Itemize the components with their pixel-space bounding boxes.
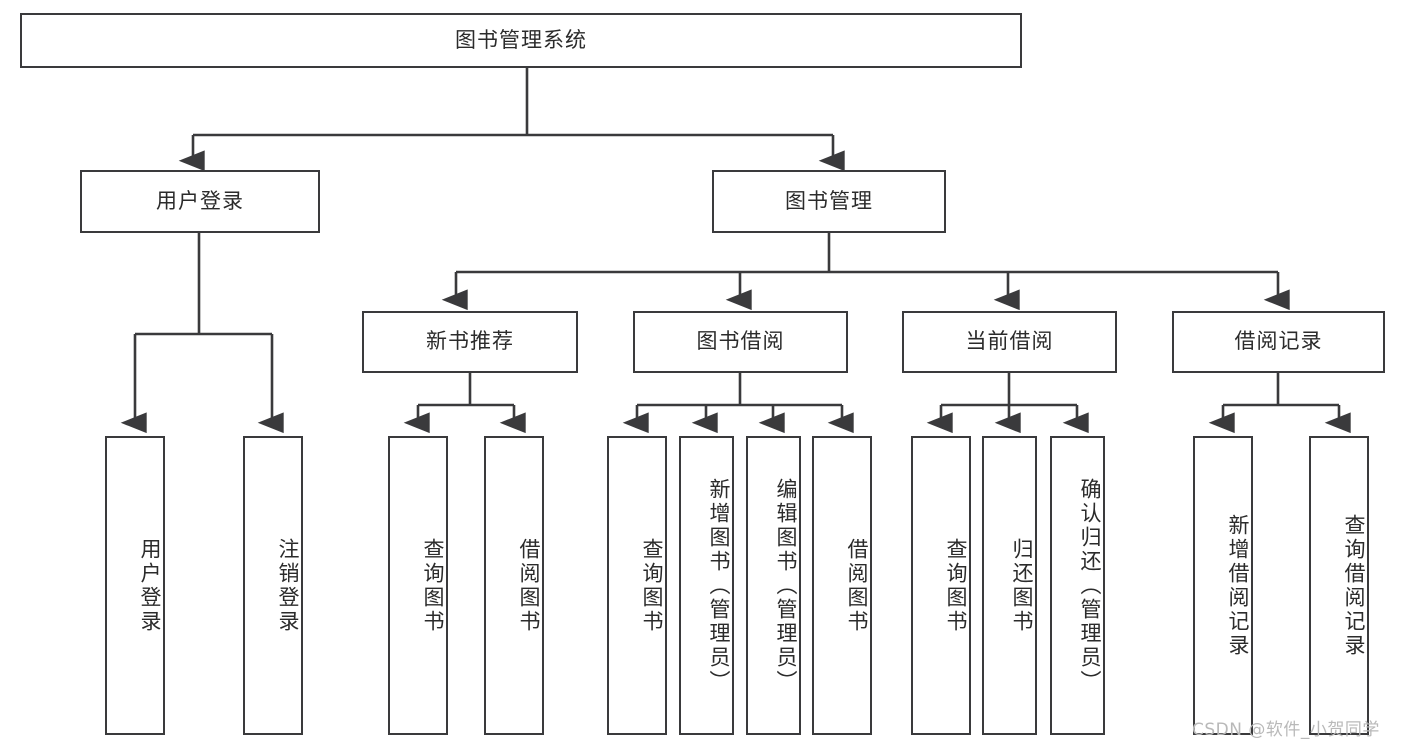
leaf-borrow-edit-book-admin[interactable]: 编辑图书（管理员） bbox=[746, 436, 801, 735]
node-label: 新增图书（管理员） bbox=[707, 477, 731, 694]
node-label: 借阅图书 bbox=[517, 537, 541, 634]
node-borrow-record[interactable]: 借阅记录 bbox=[1172, 311, 1385, 373]
node-root-system[interactable]: 图书管理系统 bbox=[20, 13, 1022, 68]
node-label: 注销登录 bbox=[276, 537, 300, 634]
node-label: 新增借阅记录 bbox=[1226, 513, 1250, 658]
leaf-borrow-borrow-book[interactable]: 借阅图书 bbox=[812, 436, 872, 735]
leaf-recommend-borrow-book[interactable]: 借阅图书 bbox=[484, 436, 544, 735]
node-current-borrow[interactable]: 当前借阅 bbox=[902, 311, 1117, 373]
leaf-record-query-record[interactable]: 查询借阅记录 bbox=[1309, 436, 1369, 735]
leaf-record-add-record[interactable]: 新增借阅记录 bbox=[1193, 436, 1253, 735]
node-label: 新书推荐 bbox=[426, 329, 514, 354]
node-book-borrow[interactable]: 图书借阅 bbox=[633, 311, 848, 373]
node-label: 归还图书 bbox=[1010, 537, 1034, 634]
node-label: 编辑图书（管理员） bbox=[774, 477, 798, 694]
leaf-recommend-query-book[interactable]: 查询图书 bbox=[388, 436, 448, 735]
leaf-borrow-add-book-admin[interactable]: 新增图书（管理员） bbox=[679, 436, 734, 735]
node-label: 确认归还（管理员） bbox=[1078, 477, 1102, 694]
leaf-user-login-login[interactable]: 用户登录 bbox=[105, 436, 165, 735]
node-label: 用户登录 bbox=[138, 537, 162, 634]
node-book-management[interactable]: 图书管理 bbox=[712, 170, 946, 233]
node-label: 借阅图书 bbox=[845, 537, 869, 634]
leaf-current-return-book[interactable]: 归还图书 bbox=[982, 436, 1037, 735]
node-label: 查询图书 bbox=[640, 537, 664, 634]
node-label: 图书管理系统 bbox=[455, 27, 587, 52]
watermark-text: CSDN @软件_小贺同学 bbox=[1192, 720, 1380, 740]
node-label: 借阅记录 bbox=[1234, 329, 1323, 354]
node-label: 当前借阅 bbox=[965, 329, 1054, 354]
leaf-current-confirm-return-admin[interactable]: 确认归还（管理员） bbox=[1050, 436, 1105, 735]
node-label: 图书借阅 bbox=[696, 329, 785, 354]
leaf-current-query-book[interactable]: 查询图书 bbox=[911, 436, 971, 735]
node-label: 用户登录 bbox=[156, 188, 244, 213]
node-label: 查询借阅记录 bbox=[1342, 513, 1366, 658]
node-label: 查询图书 bbox=[421, 537, 445, 634]
node-new-book-recommend[interactable]: 新书推荐 bbox=[362, 311, 578, 373]
node-label: 图书管理 bbox=[785, 188, 873, 213]
node-user-login[interactable]: 用户登录 bbox=[80, 170, 320, 233]
leaf-user-login-logout[interactable]: 注销登录 bbox=[243, 436, 303, 735]
leaf-borrow-query-book[interactable]: 查询图书 bbox=[607, 436, 667, 735]
node-label: 查询图书 bbox=[944, 537, 968, 634]
